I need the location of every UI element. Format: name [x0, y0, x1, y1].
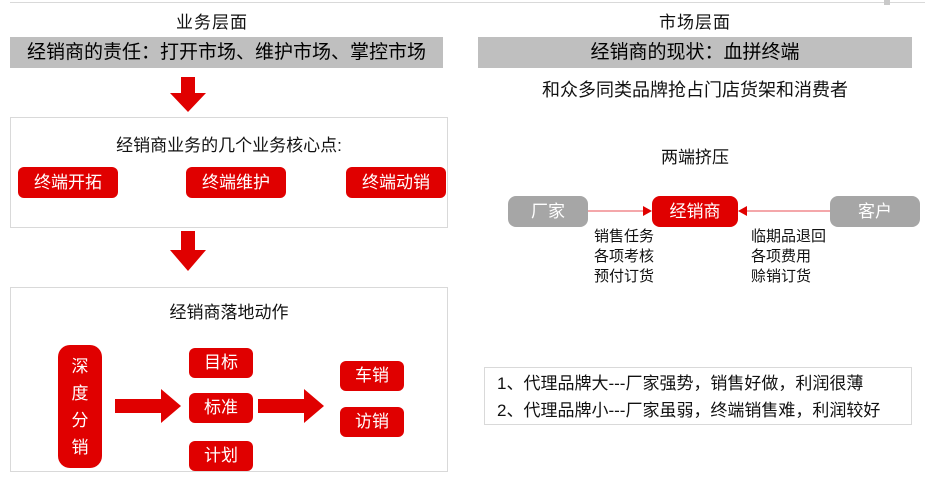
pressure-item: 各项费用	[751, 248, 812, 265]
down-arrow-icon	[170, 77, 206, 112]
market-title: 市场层面	[659, 13, 731, 32]
right-arrow-icon	[115, 389, 181, 423]
pressure-item: 预付订货	[594, 268, 655, 285]
core-points-title: 经销商业务的几个业务核心点:	[116, 136, 342, 155]
actions-title: 经销商落地动作	[169, 303, 289, 322]
dealer-node: 经销商	[652, 196, 738, 227]
action-item: 目标	[189, 348, 253, 378]
deep-distribution-box: 深度分销	[58, 345, 102, 468]
factory-pressures-list: 销售任务 各项考核 预付订货	[594, 227, 654, 287]
core-points-panel: 经销商业务的几个业务核心点: 终端开拓 终端维护 终端动销	[10, 117, 448, 228]
squeeze-title: 两端挤压	[661, 148, 729, 167]
factory-connector-arrow-icon	[588, 206, 652, 216]
sales-mode-item: 访销	[340, 407, 404, 437]
core-point-item: 终端开拓	[18, 167, 118, 198]
customer-connector-arrow-icon	[738, 206, 830, 216]
note-line: 1、代理品牌大---厂家强势，销售好做，利润很薄	[497, 374, 864, 393]
down-arrow-icon	[170, 231, 206, 271]
note-line: 2、代理品牌小---厂家虽弱，终端销售难，利润较好	[497, 401, 881, 420]
right-arrow-icon	[258, 389, 324, 423]
pressure-item: 赊销订货	[751, 268, 812, 285]
sales-mode-item: 车销	[340, 361, 404, 391]
pressure-item: 销售任务	[594, 228, 655, 245]
actions-panel: 经销商落地动作 深度分销 目标 标准 计划 车销 访销	[10, 287, 448, 472]
factory-node: 厂家	[508, 196, 588, 227]
business-banner: 经销商的责任：打开市场、维护市场、掌控市场	[10, 37, 443, 68]
slide-top-edge-artifact	[10, 2, 925, 3]
action-item: 标准	[189, 393, 253, 423]
resize-handle-artifact	[884, 0, 890, 5]
pressure-item: 各项考核	[594, 248, 655, 265]
action-item: 计划	[189, 441, 253, 471]
notes-panel: 1、代理品牌大---厂家强势，销售好做，利润很薄 2、代理品牌小---厂家虽弱，…	[484, 367, 912, 425]
pressure-item: 临期品退回	[751, 228, 827, 245]
market-banner: 经销商的现状：血拼终端	[478, 37, 912, 68]
customer-pressures-list: 临期品退回 各项费用 赊销订货	[751, 227, 826, 287]
core-point-item: 终端维护	[186, 167, 286, 198]
customer-node: 客户	[830, 196, 920, 227]
business-title: 业务层面	[176, 13, 248, 32]
core-point-item: 终端动销	[346, 167, 446, 198]
market-subtitle: 和众多同类品牌抢占门店货架和消费者	[542, 80, 848, 100]
